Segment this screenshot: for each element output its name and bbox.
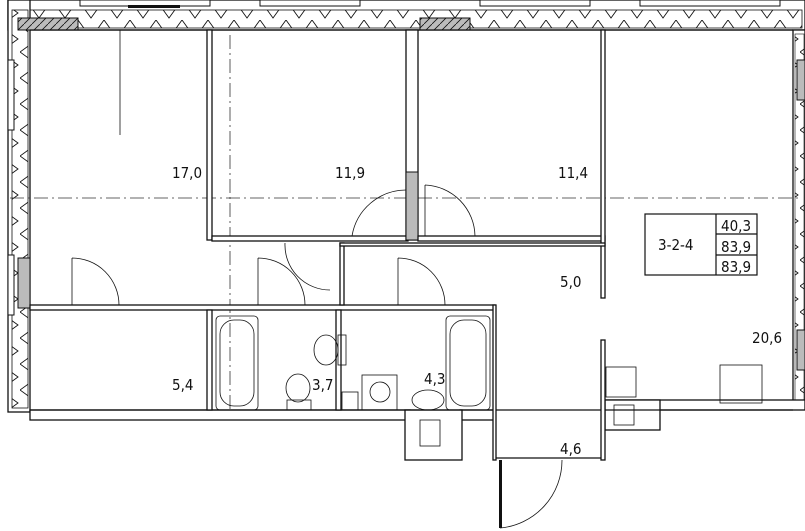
bathtub-icon — [215, 315, 259, 411]
room-area-bedroom-1: 17,0 — [172, 164, 202, 182]
room-area-bedroom-2: 11,9 — [335, 164, 365, 182]
doors — [71, 184, 563, 529]
room-area-hall: 4,6 — [560, 440, 581, 458]
sink-icon — [411, 389, 445, 411]
toilet-icon — [285, 373, 311, 403]
washing-machine-icon — [361, 374, 398, 411]
total-area: 83,9 — [721, 238, 751, 256]
apartment-type: 3-2-4 — [658, 236, 694, 254]
room-labels: 17,0 11,9 11,4 5,0 20,6 5,4 3,7 4,3 4,6 — [172, 164, 782, 458]
room-area-bedroom-3: 11,4 — [558, 164, 588, 182]
room-area-storage: 5,4 — [172, 376, 193, 394]
living-area: 40,3 — [721, 217, 751, 235]
room-area-bathroom-1: 3,7 — [312, 376, 333, 394]
sink-icon — [605, 366, 637, 398]
grid-axes — [10, 30, 800, 410]
apartment-info-box: 3-2-4 40,3 83,9 83,9 — [644, 213, 758, 276]
bathtub-icon — [445, 315, 491, 411]
stove-icon — [719, 364, 763, 404]
room-area-corridor: 5,0 — [560, 273, 581, 291]
total-area-2: 83,9 — [721, 258, 751, 276]
exterior-walls — [7, 0, 805, 461]
room-area-bathroom-2: 4,3 — [424, 370, 445, 388]
fixtures — [215, 315, 763, 447]
toilet-icon — [313, 334, 339, 366]
interior-walls — [29, 29, 793, 461]
room-area-kitchen-living: 20,6 — [752, 329, 782, 347]
